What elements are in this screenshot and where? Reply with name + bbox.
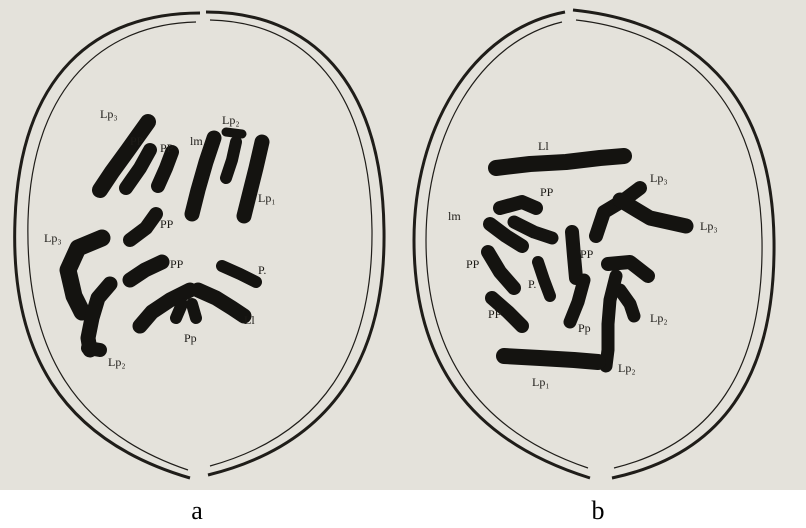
chromosome bbox=[500, 202, 536, 208]
chromosome-label: PP bbox=[540, 185, 554, 199]
chromosome-label: lm bbox=[448, 209, 461, 223]
chromosome-label: Lp₂ bbox=[650, 311, 668, 325]
chromosome bbox=[572, 232, 576, 278]
chromosome-label: lm bbox=[190, 134, 203, 148]
chromosome-label: PP bbox=[488, 307, 502, 321]
chromosome bbox=[176, 304, 182, 318]
chromosome-label: Pp bbox=[578, 321, 591, 335]
chromosome-label: Lp₂ bbox=[108, 355, 126, 369]
chromosome-label: Lp₃ bbox=[700, 219, 718, 233]
chromosome-label: Pp bbox=[184, 331, 197, 345]
chromosome-label: Lp₃ bbox=[100, 107, 118, 121]
chromosome-label: PP bbox=[160, 217, 174, 231]
panel-caption-b: b bbox=[592, 496, 605, 526]
figure-plate: Lp₃ PP PP lm Lp₂ Lp₁ PP Lp₃ PP P. Ll Pp … bbox=[0, 0, 806, 490]
chromosome-label: Lp₂ bbox=[618, 361, 636, 375]
chromosome-label: Lp₂ bbox=[222, 113, 240, 127]
chromosome-label: P. bbox=[258, 263, 266, 277]
chromosome-label: Lp₁ bbox=[258, 191, 276, 205]
chromosome-label: PP bbox=[466, 257, 480, 271]
panel-caption-a: a bbox=[191, 496, 203, 526]
chromosome bbox=[504, 356, 598, 362]
chromosome-label: PP bbox=[160, 141, 174, 155]
chromosome-label: Ll bbox=[538, 139, 549, 153]
chromosome bbox=[192, 304, 196, 318]
chromosome bbox=[88, 348, 100, 350]
chromosome-label: Lp₃ bbox=[650, 171, 668, 185]
chromosome bbox=[226, 132, 242, 134]
chromosome-label: PP bbox=[170, 257, 184, 271]
chromosome-label: PP bbox=[130, 134, 144, 148]
chromosome-label: Lp₁ bbox=[532, 375, 550, 389]
paper-background bbox=[0, 0, 806, 490]
chromosome-label: Lp₃ bbox=[44, 231, 62, 245]
chromosome-label: P. bbox=[528, 277, 536, 291]
chromosome-label: Ll bbox=[244, 313, 255, 327]
chromosome-label: PP bbox=[580, 247, 594, 261]
